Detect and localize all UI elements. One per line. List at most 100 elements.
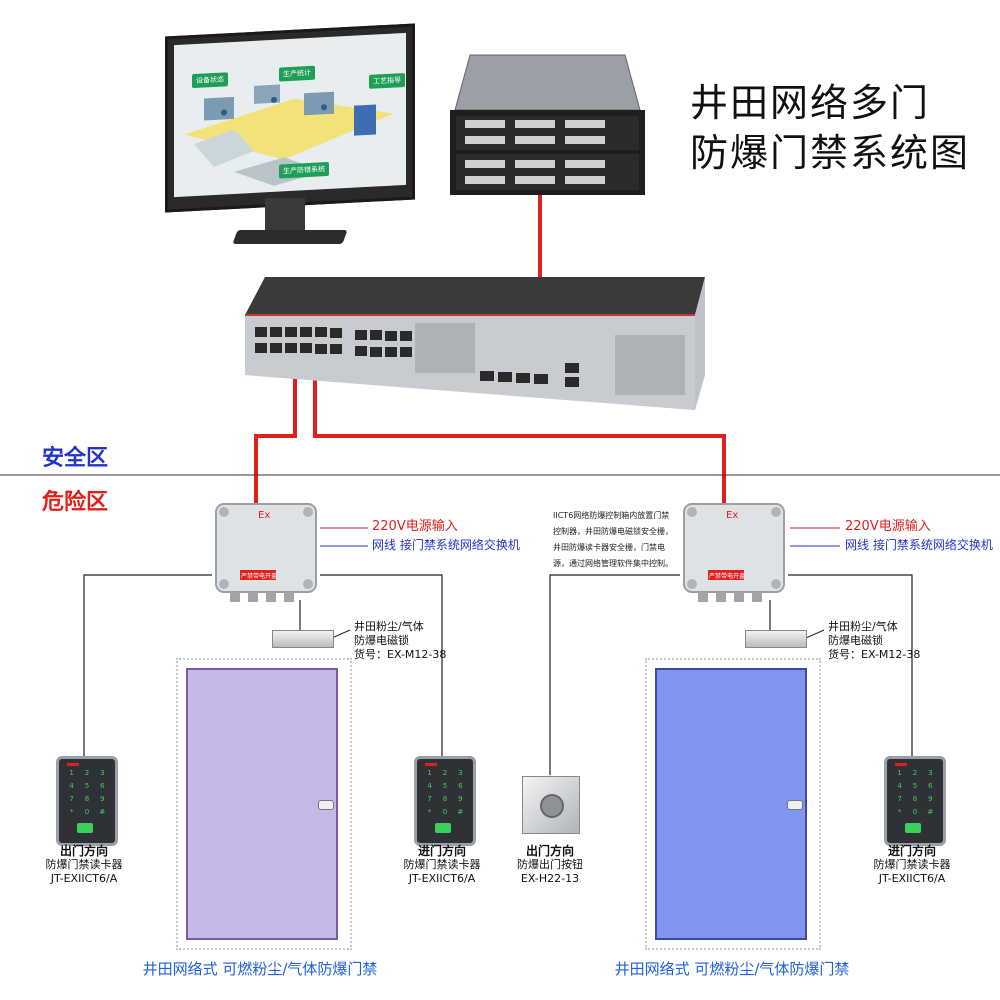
- keypad-key: *: [897, 808, 902, 816]
- keypad-key: #: [99, 808, 106, 816]
- exit-button-label: 出门方向 防爆出门按钮 EX-H22-13: [500, 844, 600, 886]
- left-network-label: 网线 接门禁系统网络交换机: [372, 538, 520, 552]
- keypad-key: 0: [442, 808, 448, 816]
- monitor-screen: 设备状态 生产统计 工艺指导 生产防错系统: [174, 32, 406, 198]
- reader-right-in-direction: 进门方向: [887, 844, 936, 858]
- keypad-key: 5: [912, 782, 918, 790]
- keypad-key: 6: [928, 782, 933, 790]
- keypad-key: 2: [84, 769, 90, 777]
- exit-button-model: EX-H22-13: [520, 872, 580, 885]
- controller-left-plate: 严禁带电开盖: [241, 573, 278, 580]
- note-line-1: IICT6网络防爆控制箱内放置门禁: [553, 511, 670, 520]
- exit-button-direction: 出门方向: [525, 844, 574, 858]
- monitor-frame: 设备状态 生产统计 工艺指导 生产防错系统: [165, 23, 415, 213]
- controller-box-right-shape: [683, 503, 785, 602]
- keypad-key: #: [927, 808, 934, 816]
- exit-button-knob: [540, 794, 564, 818]
- keypad-key: 9: [928, 795, 933, 803]
- door-right-handle: [787, 800, 803, 810]
- lock-right-line2: 防爆电磁锁: [828, 634, 883, 647]
- controller-left-ex-label: Ex: [258, 510, 271, 521]
- diagram-title-line1: 井田网络多门: [690, 81, 931, 125]
- lock-left-label: 井田粉尘/气体 防爆电磁锁 货号：EX-M12-38: [354, 620, 446, 662]
- network-switch: [245, 277, 705, 410]
- screen-tab-production-stats: 生产统计: [279, 65, 315, 82]
- keypad-key: 4: [69, 782, 74, 790]
- reader-left-in-direction: 进门方向: [417, 844, 466, 858]
- right-power-label: 220V电源输入: [845, 519, 931, 534]
- reader-left-out-direction: 出门方向: [59, 844, 108, 858]
- reader-left-in-label: 进门方向 防爆门禁读卡器 JT-EXIICT6/A: [392, 844, 492, 886]
- keypad-key: 8: [912, 795, 918, 803]
- door-left-frame: [176, 658, 352, 950]
- controller-right-ex-label: Ex: [726, 510, 739, 521]
- keypad-key: #: [457, 808, 464, 816]
- lock-right-label: 井田粉尘/气体 防爆电磁锁 货号：EX-M12-38: [828, 620, 920, 662]
- reader-right-in-name: 防爆门禁读卡器: [873, 858, 951, 871]
- lock-left-line2: 防爆电磁锁: [354, 634, 409, 647]
- caption-right: 井田网络式 可燃粉尘/气体防爆门禁: [614, 960, 850, 978]
- wire-right-button: [549, 574, 680, 775]
- magnetic-lock-right: [745, 630, 807, 648]
- magnetic-lock-left: [272, 630, 334, 648]
- monitor: 设备状态 生产统计 工艺指导 生产防错系统: [165, 23, 415, 250]
- keypad-key: 3: [100, 769, 105, 777]
- keypad-key: 1: [897, 769, 902, 777]
- keypad-key: 2: [912, 769, 918, 777]
- callout-right-lock: [805, 629, 825, 639]
- diagram-title-line2: 防爆门禁系统图: [690, 131, 971, 175]
- keypad-key: 5: [84, 782, 90, 790]
- lock-left-line3: 货号：EX-M12-38: [354, 648, 447, 661]
- reader-right-in-led: [895, 763, 907, 766]
- reader-left-out-label: 出门方向 防爆门禁读卡器 JT-EXIICT6/A: [34, 844, 134, 886]
- controller-box-right: Ex 严禁带电开盖: [678, 500, 790, 605]
- server: [450, 54, 645, 195]
- keypad-key: 5: [442, 782, 448, 790]
- reader-left-in-led: [425, 763, 437, 766]
- keypad-key: 1: [69, 769, 74, 777]
- screen-tab-process-guide: 工艺指导: [369, 72, 405, 89]
- safe-zone-label: 安全区: [42, 446, 109, 471]
- keypad-key: *: [69, 808, 74, 816]
- note-line-2: 控制器，井田防爆电磁锁安全栅，: [553, 527, 673, 536]
- door-right-panel: [655, 668, 807, 940]
- door-left-panel: [186, 668, 338, 940]
- keypad-key: 0: [84, 808, 90, 816]
- wire-right-reader-in: [788, 574, 913, 760]
- keypad-key: 9: [100, 795, 105, 803]
- callout-left-lock: [331, 629, 351, 639]
- controller-box-left: Ex 严禁带电开盖: [210, 500, 322, 605]
- reader-left-in-model: JT-EXIICT6/A: [408, 872, 476, 885]
- cable-switch-controller-right: [313, 360, 726, 504]
- left-power-label: 220V电源输入: [372, 519, 458, 534]
- keypad-key: 7: [427, 795, 432, 803]
- reader-left-out-card-icon: [77, 823, 93, 833]
- reader-right-in-card-icon: [905, 823, 921, 833]
- keypad-key: 7: [897, 795, 902, 803]
- reader-left-out-name: 防爆门禁读卡器: [45, 858, 123, 871]
- keypad-key: 2: [442, 769, 448, 777]
- reader-right-in-label: 进门方向 防爆门禁读卡器 JT-EXIICT6/A: [862, 844, 962, 886]
- keypad-key: 1: [427, 769, 432, 777]
- wire-left-reader-in: [320, 574, 443, 760]
- caption-left: 井田网络式 可燃粉尘/气体防爆门禁: [142, 960, 378, 978]
- wire-left-reader-out: [83, 574, 212, 760]
- lock-left-line1: 井田粉尘/气体: [354, 620, 424, 633]
- lock-right-line3: 货号：EX-M12-38: [828, 648, 921, 661]
- keypad-key: 3: [928, 769, 933, 777]
- controller-note: IICT6网络防爆控制箱内放置门禁 控制器，井田防爆电磁锁安全栅， 井田防爆读卡…: [553, 508, 683, 572]
- cable-switch-controller-left: [254, 360, 297, 504]
- door-left-handle: [318, 800, 334, 810]
- keypad-key: 9: [458, 795, 463, 803]
- exit-button-device: [522, 776, 580, 834]
- screen-tab-error-proofing: 生产防错系统: [279, 161, 329, 179]
- reader-left-out-model: JT-EXIICT6/A: [50, 872, 118, 885]
- keypad-key: 7: [69, 795, 74, 803]
